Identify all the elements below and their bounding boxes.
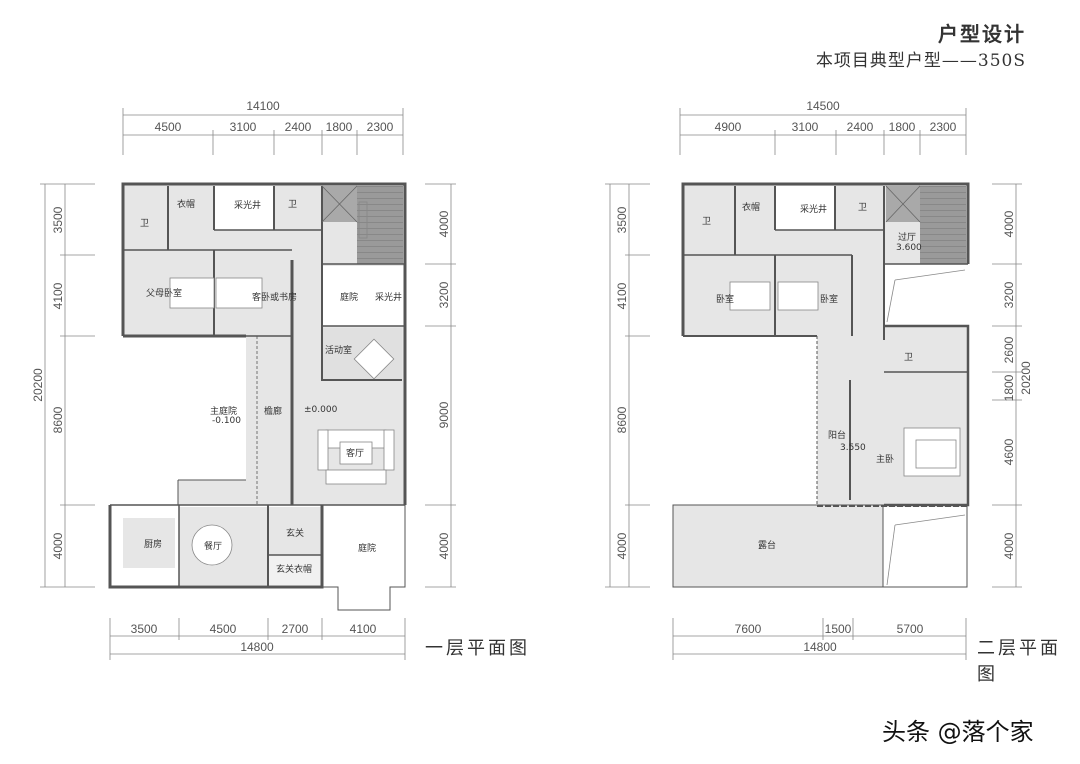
p2-room-terrace: 露台 (758, 539, 776, 551)
p1-room-foyer-closet: 玄关衣帽 (276, 563, 312, 575)
p1-bottom-seg: 4100 (350, 622, 377, 636)
plan1-dimensions (40, 108, 456, 660)
p1-room-bath1: 卫 (140, 219, 149, 229)
p2-hall-level: 3.600 (896, 243, 922, 253)
p2-left-seg: 4000 (615, 532, 629, 559)
p1-top-seg: 3100 (230, 120, 257, 134)
p1-room-activity: 活动室 (325, 344, 352, 356)
p1-bottom-seg: 3500 (131, 622, 158, 636)
p1-room-guest: 客卧或书房 (252, 291, 297, 303)
p2-left-seg: 4100 (615, 282, 629, 309)
p2-room-hall: 过厅 (898, 231, 916, 243)
p2-room-bath1: 卫 (702, 217, 711, 227)
p2-room-bed1: 卧室 (716, 293, 734, 305)
p2-room-bed2: 卧室 (820, 293, 838, 305)
p2-right-seg: 4000 (1002, 532, 1016, 559)
p1-bottom-seg: 2700 (282, 622, 309, 636)
p1-room-garden: 庭院 (358, 542, 376, 554)
p1-top-seg: 2400 (285, 120, 312, 134)
p2-room-bath2: 卫 (858, 203, 867, 213)
p1-main-yard-level: -0.100 (212, 416, 241, 426)
p2-right-total: 20200 (1019, 361, 1033, 395)
plan2-walls (672, 182, 970, 588)
p2-right-seg: 3200 (1002, 281, 1016, 308)
p2-left-seg: 8600 (615, 406, 629, 433)
p2-room-master: 主卧 (876, 453, 894, 465)
p2-balcony-level: 3.550 (840, 443, 866, 453)
p2-right-seg: 1800 (1002, 374, 1016, 401)
p1-room-lightwell2: 采光井 (375, 291, 402, 303)
plan1-floor (110, 184, 405, 587)
watermark: 头条 @落个家 (882, 718, 1034, 746)
p1-right-seg: 9000 (437, 401, 451, 428)
p2-right-seg: 2600 (1002, 336, 1016, 363)
p2-left-seg: 3500 (615, 206, 629, 233)
p1-top-seg: 4500 (155, 120, 182, 134)
p2-top-seg: 4900 (715, 120, 742, 134)
p1-room-main-yard: 主庭院 (210, 405, 237, 417)
p1-left-seg: 8600 (51, 406, 65, 433)
p2-right-seg: 4000 (1002, 210, 1016, 237)
plan1-label: 一层平面图 (425, 638, 530, 659)
p2-room-closet: 衣帽 (742, 201, 760, 213)
plan2-label: 二层平面图 (977, 638, 1061, 685)
p1-room-courtyard: 庭院 (340, 291, 358, 303)
p1-room-parents: 父母卧室 (146, 287, 182, 299)
p1-room-living: 客厅 (346, 447, 364, 459)
p1-room-corridor: 檐廊 (264, 405, 282, 417)
p2-bottom-total: 14800 (803, 640, 837, 654)
page-subtitle: 本项目典型户型——350S (815, 51, 1026, 71)
p1-top-seg: 1800 (326, 120, 353, 134)
plan2-dimensions (605, 108, 1022, 660)
p1-room-foyer: 玄关 (286, 527, 304, 539)
p1-right-seg: 4000 (437, 532, 451, 559)
p1-left-total: 20200 (31, 368, 45, 402)
p1-right-seg: 3200 (437, 281, 451, 308)
p2-bottom-seg: 5700 (897, 622, 924, 636)
p1-left-seg: 3500 (51, 206, 65, 233)
p1-left-seg: 4100 (51, 282, 65, 309)
p1-room-bath2: 卫 (288, 200, 297, 210)
p1-room-lightwell1: 采光井 (234, 199, 261, 211)
p2-top-seg: 1800 (889, 120, 916, 134)
p2-bottom-seg: 1500 (825, 622, 852, 636)
p2-room-bath3: 卫 (904, 353, 913, 363)
p1-top-seg: 2300 (367, 120, 394, 134)
plan2-furniture (729, 185, 966, 586)
p1-bottom-seg: 4500 (210, 622, 237, 636)
p2-top-total: 14500 (806, 99, 840, 113)
p2-top-seg: 2400 (847, 120, 874, 134)
p1-bottom-total: 14800 (240, 640, 274, 654)
p2-room-balcony: 阳台 (828, 429, 846, 441)
plan1-walls (108, 182, 407, 611)
p2-room-lightwell: 采光井 (800, 203, 827, 215)
p1-top-total: 14100 (246, 99, 280, 113)
page-title: 户型设计 (938, 22, 1026, 46)
plan2-floor (673, 184, 968, 587)
p1-room-dining: 餐厅 (204, 540, 222, 552)
p1-room-closet: 衣帽 (177, 198, 195, 210)
p1-right-seg: 4000 (437, 210, 451, 237)
p2-bottom-seg: 7600 (735, 622, 762, 636)
p2-top-seg: 3100 (792, 120, 819, 134)
p2-top-seg: 2300 (930, 120, 957, 134)
p1-left-seg: 4000 (51, 532, 65, 559)
p1-room-kitchen: 厨房 (144, 538, 162, 550)
p1-living-level: ±0.000 (304, 405, 338, 415)
plan1-furniture (169, 185, 395, 566)
p2-right-seg: 4600 (1002, 438, 1016, 465)
